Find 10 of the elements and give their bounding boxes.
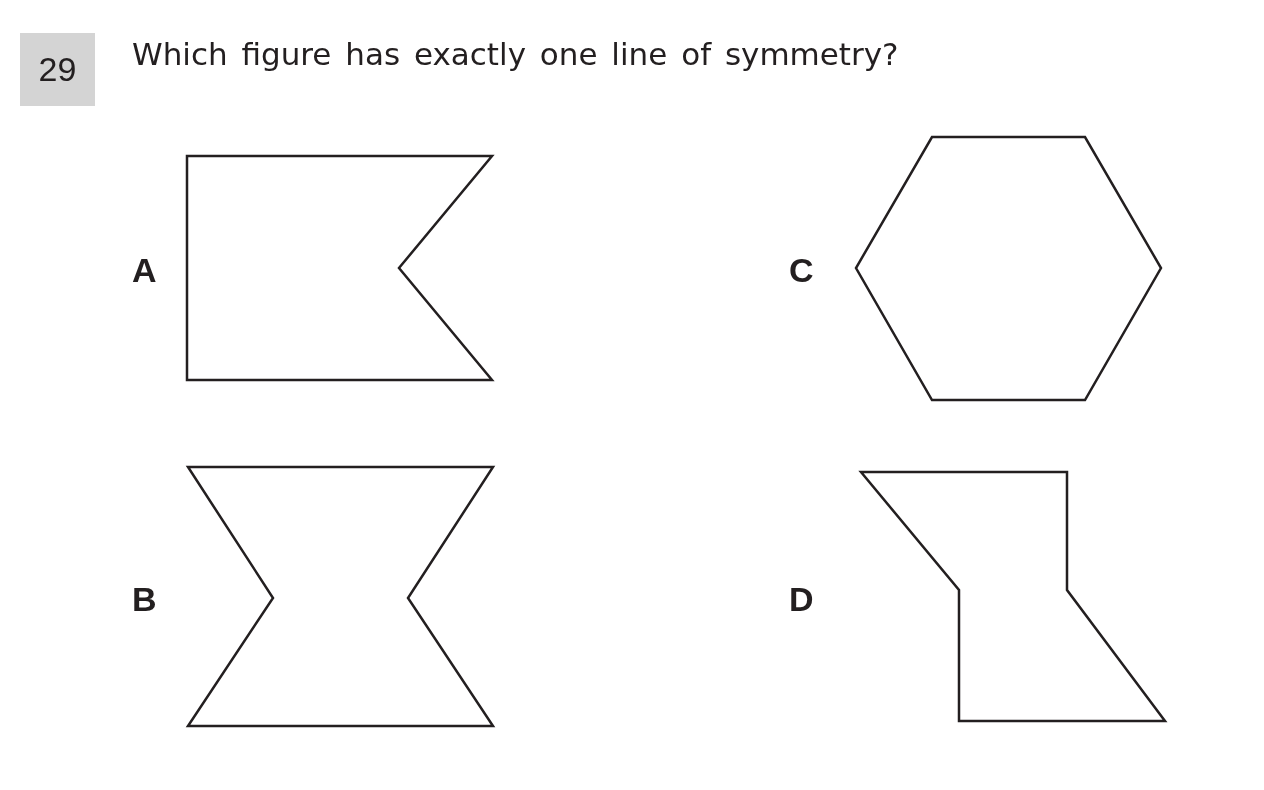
option-letter: B <box>132 582 157 616</box>
hourglass-shape <box>185 465 496 728</box>
question-number: 29 <box>20 33 95 106</box>
question-text: Which figure has exactly one line of symmetry? <box>132 36 899 72</box>
option-letter: A <box>132 253 157 287</box>
option-letter: C <box>789 253 814 287</box>
option-letter: D <box>789 582 814 616</box>
hexagon <box>854 135 1163 402</box>
flag-pentagon <box>185 154 495 382</box>
irregular-hexagon <box>858 470 1168 723</box>
